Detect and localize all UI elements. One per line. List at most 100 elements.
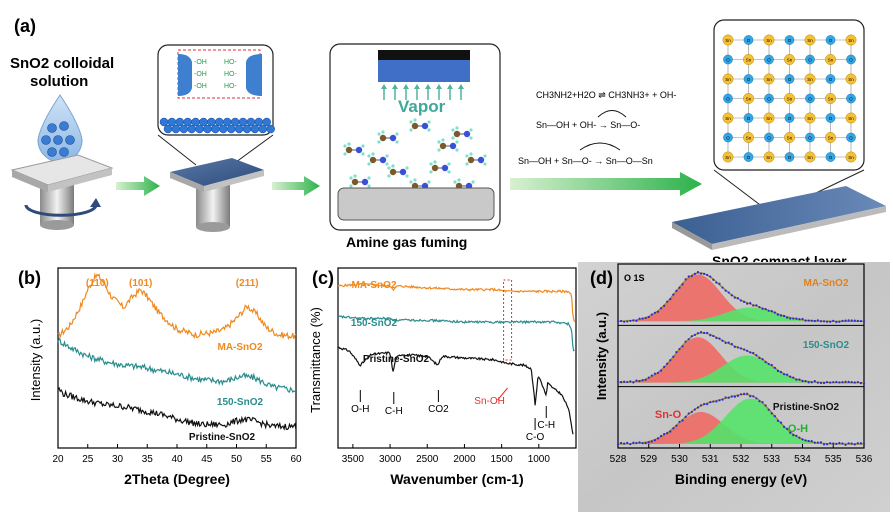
x-tick-label: 531: [702, 454, 719, 465]
data-point: [727, 291, 730, 294]
x-tick-label: 40: [171, 454, 183, 465]
data-point: [616, 380, 620, 383]
data-point: [736, 394, 740, 397]
data-point: [650, 313, 653, 316]
data-point: [644, 378, 647, 381]
atom-label: O: [726, 97, 730, 102]
data-point: [810, 381, 813, 384]
data-point: [826, 380, 829, 384]
atom-label: O: [726, 58, 730, 63]
data-point: [715, 281, 718, 284]
data-point: [782, 425, 786, 429]
series-label: MA-SnO2: [218, 342, 263, 353]
hydrogen-atom: [455, 126, 459, 130]
nanoparticle-icon: [47, 123, 57, 133]
hydrogen-atom: [367, 154, 371, 158]
series-line: [337, 346, 574, 435]
carbon-atom: [431, 164, 439, 172]
data-point: [712, 400, 715, 403]
nitrogen-atom: [449, 142, 457, 150]
nanoparticle-icon: [47, 147, 57, 157]
data-point: [813, 441, 816, 444]
data-point: [838, 381, 841, 384]
hydrogen-atom: [367, 176, 371, 180]
data-point: [844, 380, 847, 383]
data-point: [822, 443, 826, 446]
data-point: [647, 441, 650, 444]
data-point: [755, 397, 758, 400]
data-point: [758, 356, 761, 359]
atom-label: O: [747, 77, 751, 82]
nanoparticles-icon: [41, 121, 75, 157]
hydrogen-atom: [387, 166, 391, 170]
hydrogen-atom: [367, 162, 371, 166]
nanoparticle-icon: [187, 124, 196, 134]
hydrogen-atom: [455, 148, 459, 152]
data-point: [752, 304, 755, 307]
data-point: [841, 319, 844, 322]
data-point: [801, 379, 804, 383]
panel-d-label: (d): [590, 268, 613, 288]
nanoparticle-icon: [238, 117, 248, 127]
data-point: [847, 442, 850, 445]
tin-atom: [743, 132, 754, 143]
atom-label: O: [747, 38, 751, 43]
o-h-component: [618, 355, 864, 383]
tin-atom: [845, 73, 857, 85]
oh-label: HO-: [224, 59, 238, 66]
data-point: [675, 424, 678, 427]
x-tick-label: 534: [794, 454, 811, 465]
data-point: [856, 319, 859, 322]
data-point: [841, 442, 844, 445]
data-point: [798, 318, 801, 321]
oh-label: -OH: [194, 59, 207, 66]
data-point: [755, 304, 758, 307]
data-point: [687, 412, 690, 415]
data-point: [795, 317, 798, 320]
particle-film-icon: [159, 117, 275, 134]
carbon-atom: [351, 178, 359, 186]
atom-label: Sn: [807, 155, 813, 160]
data-point: [767, 362, 770, 366]
annotation-label: Sn-OH: [474, 396, 505, 407]
data-point: [770, 363, 773, 367]
data-point: [779, 370, 783, 374]
annotation-label: C-H: [385, 406, 403, 417]
x-tick-label: 55: [261, 454, 273, 465]
data-point: [632, 441, 635, 444]
data-point: [693, 333, 696, 337]
hydrogen-atom: [387, 174, 391, 178]
atom-label: O: [726, 136, 730, 141]
vapor-arrowhead: [436, 84, 442, 89]
x-tick-label: 25: [82, 454, 94, 465]
hydrogen-atom: [469, 128, 473, 132]
data-point: [672, 293, 675, 296]
data-point: [684, 278, 687, 281]
tin-atom: [743, 93, 754, 104]
data-point: [656, 310, 660, 313]
x-tick-label: 1500: [491, 454, 514, 465]
x-tick-label: 3500: [342, 454, 365, 465]
atom-label: Sn: [725, 155, 731, 160]
tin-atom: [825, 93, 836, 104]
x-tick-label: 50: [231, 454, 243, 465]
data-point: [804, 380, 807, 383]
data-point: [733, 345, 736, 349]
hydrogen-atom: [409, 120, 413, 124]
hydrogen-atom: [441, 138, 445, 142]
data-point: [724, 289, 727, 292]
x-tick-label: 532: [733, 454, 750, 465]
hydrogen-atom: [377, 132, 381, 136]
hydrogen-atom: [361, 144, 365, 148]
data-point: [709, 401, 712, 404]
hydrogen-atom: [395, 132, 399, 136]
data-point: [786, 373, 789, 376]
process-arrow-3: [510, 172, 702, 196]
atom-label: O: [829, 77, 833, 82]
data-point: [810, 439, 813, 443]
atom-label: Sn: [766, 38, 772, 43]
data-point: [758, 306, 761, 309]
